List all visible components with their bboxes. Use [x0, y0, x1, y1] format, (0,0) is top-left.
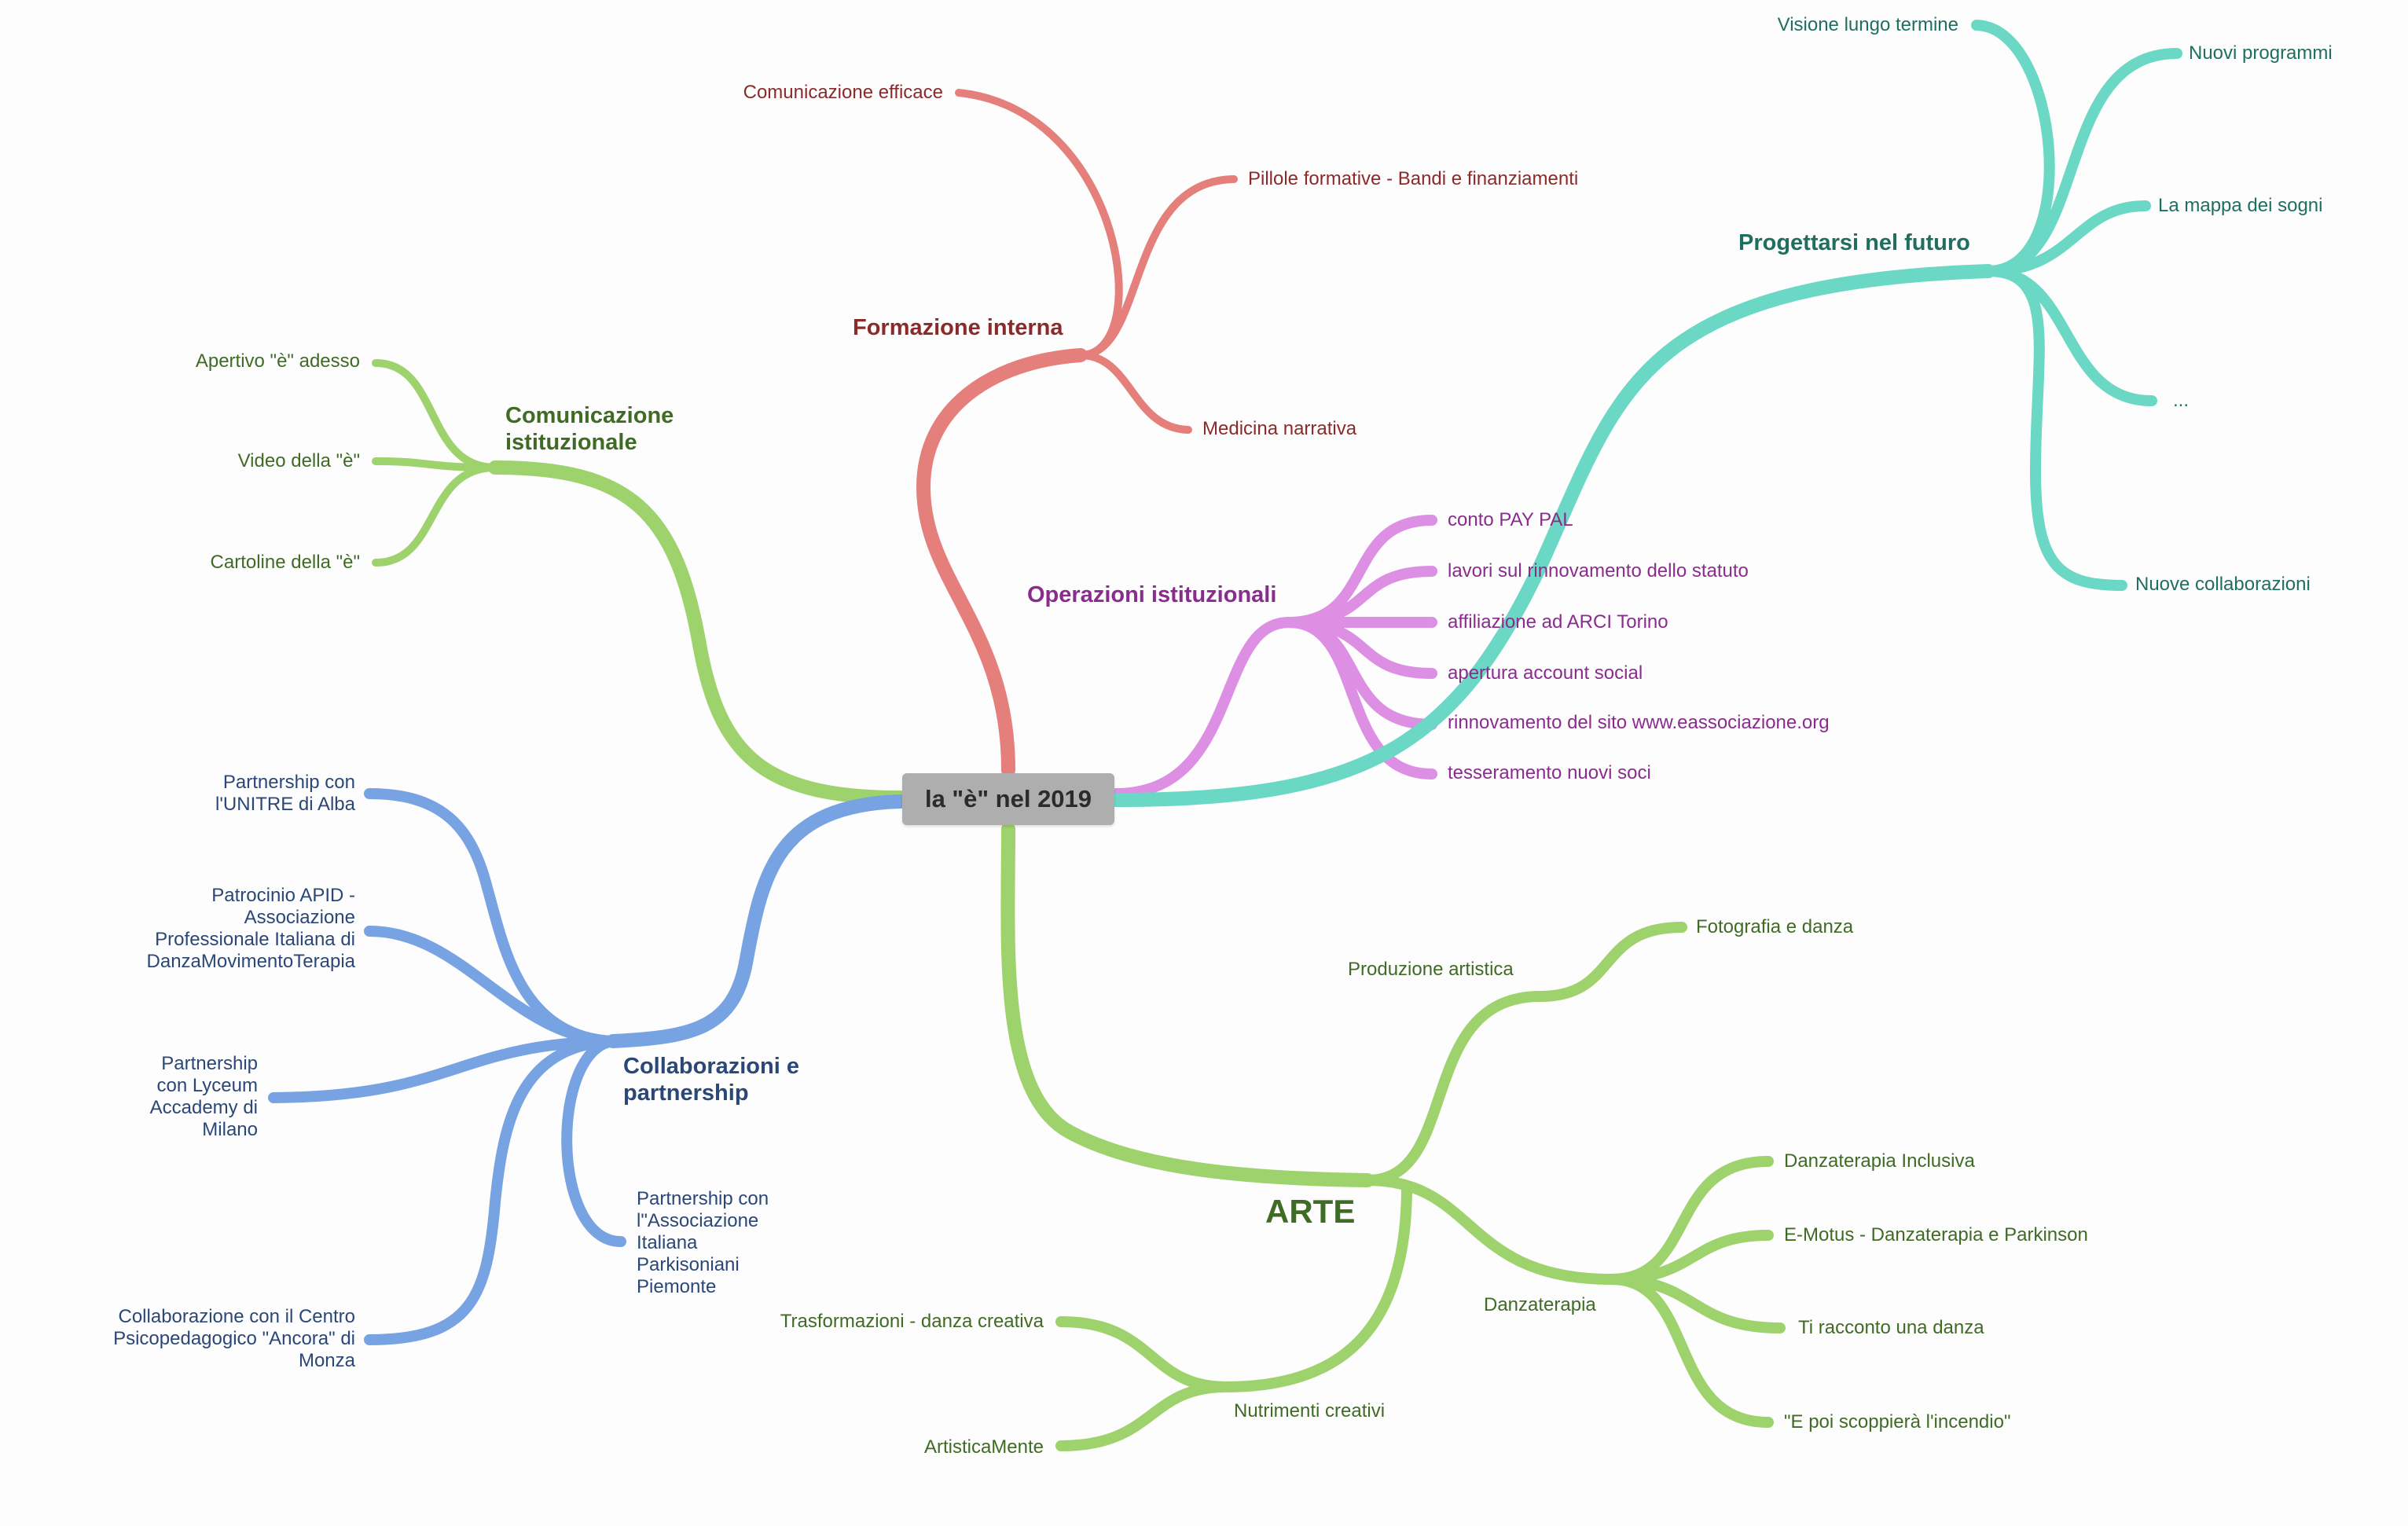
connector-visione: [1971, 20, 2055, 277]
connector-collaborazioni: [606, 794, 907, 1048]
connector-formazione: [916, 348, 1088, 777]
connector-artisticamente: [1055, 1381, 1232, 1451]
subtopic-pillole-formative[interactable]: Pillole formative - Bandi e finanziament…: [1248, 168, 1579, 189]
subtopic-video[interactable]: Video della "è": [237, 450, 360, 471]
connector-nuovi-programmi: [1983, 48, 2182, 277]
subtopic-parkinsoniani[interactable]: Partnership con l"Associazione Italiana …: [637, 1188, 769, 1297]
subtopic-nuove-collaborazioni[interactable]: Nuove collaborazioni: [2135, 574, 2311, 595]
connector-progettarsi: [1109, 264, 1995, 807]
connector-danz-4: [1606, 1274, 1774, 1428]
subtopic-apertivo[interactable]: Apertivo "è" adesso: [195, 350, 360, 372]
central-topic[interactable]: la "è" nel 2019: [902, 773, 1114, 825]
leaf-incendio[interactable]: "E poi scoppierà l'incendio": [1784, 1411, 2011, 1432]
leaf-emotus[interactable]: E-Motus - Danzaterapia e Parkinson: [1784, 1224, 2088, 1245]
subtopic-lyceum[interactable]: Partnership con Lyceum Accademy di Milan…: [149, 1053, 258, 1140]
connector-unitre: [364, 788, 619, 1047]
connector-danz-2: [1606, 1230, 1774, 1285]
topic-comunicazione-istituzionale[interactable]: Comunicazione istituzionale: [505, 403, 674, 455]
connector-trasformazioni: [1055, 1316, 1232, 1392]
connector-operazioni: [1110, 617, 1294, 799]
connector-nuove-collaborazioni: [1983, 266, 2127, 591]
topic-collaborazioni-partnership[interactable]: Collaborazioni e partnership: [623, 1054, 799, 1106]
progettarsi-branch: [1109, 20, 2182, 807]
formazione-branch: [916, 89, 1238, 777]
leaf-ti-racconto[interactable]: Ti racconto una danza: [1798, 1317, 1984, 1338]
leaf-artisticamente[interactable]: ArtisticaMente: [923, 1436, 1044, 1458]
subtopic-sito[interactable]: rinnovamento del sito www.eassociazione.…: [1448, 712, 1830, 733]
connector-comunicazione: [488, 460, 907, 805]
topic-operazioni-istituzionali[interactable]: Operazioni istituzionali: [1027, 582, 1277, 607]
connector-mappa-sogni: [1983, 200, 2151, 277]
connector-nutrimenti: [1221, 1181, 1412, 1392]
leaf-fotografia-danza[interactable]: Fotografia e danza: [1696, 916, 1854, 937]
topic-progettarsi-futuro[interactable]: Progettarsi nel futuro: [1738, 230, 1970, 255]
subtopic-paypal[interactable]: conto PAY PAL: [1448, 509, 1573, 530]
connector-lyceum: [268, 1036, 619, 1103]
subtopic-nuovi-programmi[interactable]: Nuovi programmi: [2189, 42, 2333, 64]
connector-ellipsis: [1983, 266, 2157, 406]
connector-apertivo: [372, 359, 499, 471]
subtopic-comunicazione-efficace[interactable]: Comunicazione efficace: [743, 82, 943, 103]
connector-ancora: [364, 1036, 619, 1345]
leaf-trasformazioni[interactable]: Trasformazioni - danza creativa: [780, 1311, 1044, 1332]
subtopic-medicina-narrativa[interactable]: Medicina narrativa: [1202, 418, 1357, 439]
subtopic-nutrimenti-creativi[interactable]: Nutrimenti creativi: [1234, 1400, 1386, 1421]
subtopic-arci[interactable]: affiliazione ad ARCI Torino: [1448, 611, 1668, 633]
connector-medicina-narrativa: [1077, 351, 1192, 434]
connector-cartoline: [372, 464, 499, 567]
subtopic-ancora[interactable]: Collaborazione con il Centro Psicopedago…: [113, 1306, 355, 1371]
subtopic-visione[interactable]: Visione lungo termine: [1777, 14, 1958, 35]
subtopic-unitre[interactable]: Partnership con l'UNITRE di Alba: [215, 772, 355, 815]
topic-formazione-interna[interactable]: Formazione interna: [853, 315, 1063, 340]
comunicazione-branch: [372, 359, 907, 805]
subtopic-tesseramento[interactable]: tesseramento nuovi soci: [1448, 762, 1651, 783]
subtopic-account-social[interactable]: apertura account social: [1448, 662, 1643, 684]
subtopic-apid[interactable]: Patrocinio APID - Associazione Professio…: [146, 885, 355, 972]
connector-produzione: [1362, 991, 1546, 1186]
subtopic-produzione-artistica[interactable]: Produzione artistica: [1348, 959, 1514, 980]
subtopic-ellipsis[interactable]: ...: [2173, 390, 2190, 411]
leaf-danzaterapia-inclusiva[interactable]: Danzaterapia Inclusiva: [1784, 1150, 1975, 1172]
connector-fotografia: [1535, 922, 1687, 1002]
topic-arte[interactable]: ARTE: [1265, 1193, 1356, 1230]
connector-arte: [1000, 822, 1375, 1187]
operazioni-branch: [1110, 515, 1437, 799]
collaborazioni-branch: [268, 788, 907, 1345]
connector-pillole-formative: [1077, 175, 1238, 359]
subtopic-statuto[interactable]: lavori sul rinnovamento dello statuto: [1448, 560, 1749, 581]
connector-apid: [364, 926, 619, 1047]
subtopic-danzaterapia[interactable]: Danzaterapia: [1484, 1294, 1596, 1315]
connector-parkinsoniani: [561, 1036, 626, 1247]
subtopic-mappa-sogni[interactable]: La mappa dei sogni: [2158, 195, 2323, 216]
connector-op-6: [1283, 617, 1437, 780]
subtopic-cartoline[interactable]: Cartoline della "è": [210, 552, 360, 573]
arte-branch: [1000, 822, 1786, 1451]
central-topic-label: la "è" nel 2019: [924, 785, 1092, 813]
